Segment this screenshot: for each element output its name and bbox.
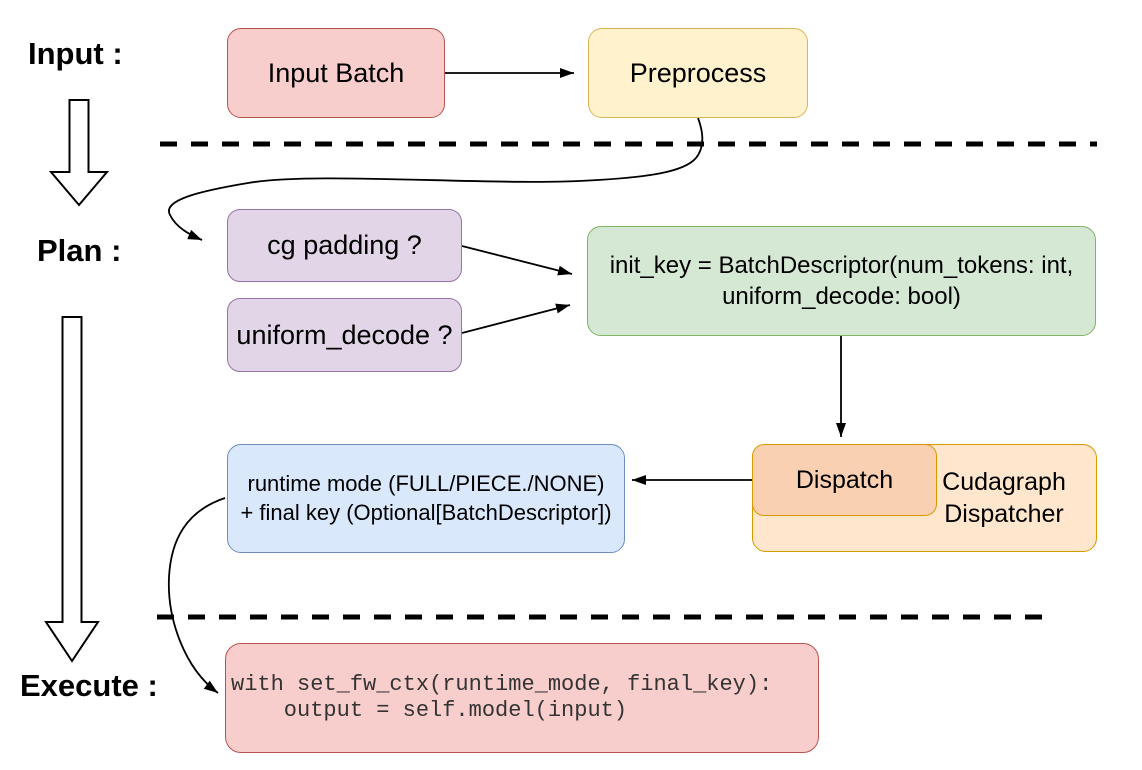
node-dispatch-label: Dispatch [795, 466, 894, 494]
section-label-input: Input : [28, 36, 123, 71]
section-label-plan: Plan : [37, 233, 122, 268]
node-cg-padding-label: cg padding ? [267, 230, 422, 261]
execute-code-line1: with set_fw_ctx(runtime_mode, final_key)… [231, 672, 773, 698]
edge-runtime-mode-to-execute-code [167, 497, 226, 694]
flow-arrow-plan-to-execute [44, 316, 100, 663]
node-input-batch: Input Batch [227, 28, 445, 118]
node-cg-padding: cg padding ? [227, 209, 462, 282]
node-runtime-mode: runtime mode (FULL/PIECE./NONE) + final … [227, 444, 625, 553]
node-cudagraph-line2: Dispatcher [944, 500, 1064, 528]
execute-code-line2: output = self.model(input) [231, 698, 628, 723]
node-init-key-line2: uniform_decode: bool) [722, 283, 961, 310]
edge-uniform-decode-to-init-key [461, 303, 571, 334]
node-input-batch-label: Input Batch [267, 57, 405, 88]
node-dispatch: Dispatch [752, 444, 937, 516]
node-preprocess-label: Preprocess [629, 57, 767, 88]
edge-preprocess-to-cg-padding [168, 117, 704, 241]
edge-cg-padding-to-init-key [461, 245, 573, 276]
node-init-key: init_key = BatchDescriptor(num_tokens: i… [587, 226, 1096, 336]
node-runtime-mode-line1: runtime mode (FULL/PIECE./NONE) [247, 470, 605, 496]
node-uniform-decode-label: uniform_decode ? [236, 319, 453, 350]
node-execute-code: with set_fw_ctx(runtime_mode, final_key)… [225, 643, 819, 753]
node-cudagraph-line1: Cudagraph [942, 468, 1066, 496]
node-preprocess: Preprocess [588, 28, 808, 118]
node-runtime-mode-line2: + final key (Optional[BatchDescriptor]) [240, 499, 612, 525]
section-label-execute: Execute : [20, 668, 158, 703]
node-init-key-line1: init_key = BatchDescriptor(num_tokens: i… [609, 251, 1074, 279]
flow-arrow-input-to-plan [48, 99, 110, 207]
node-uniform-decode: uniform_decode ? [227, 298, 462, 372]
